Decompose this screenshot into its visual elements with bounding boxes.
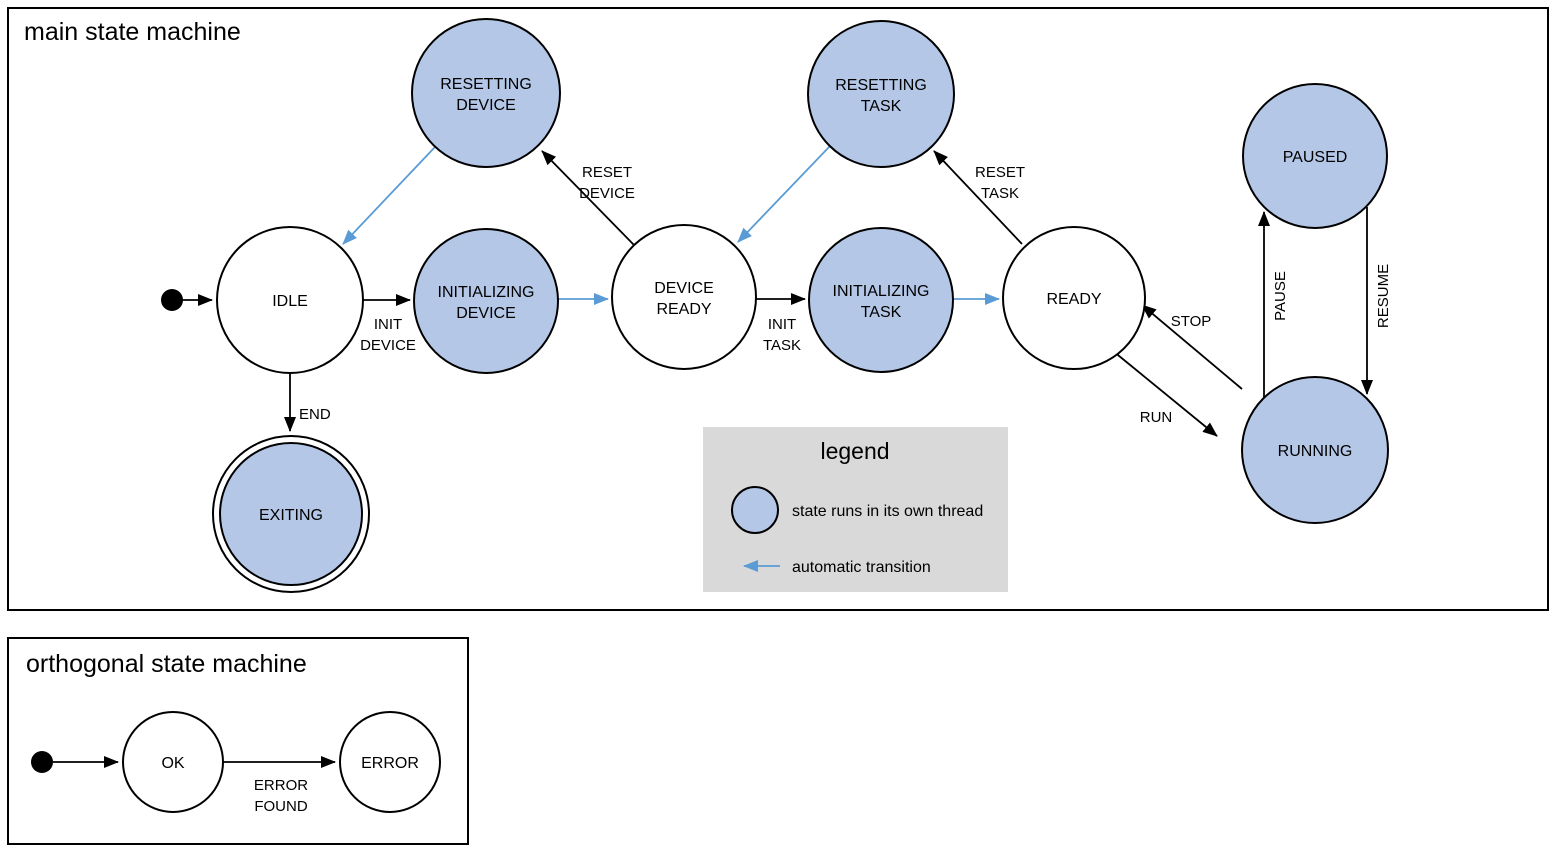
transition-ready-to-running [1112, 350, 1218, 437]
legend-auto-label: automatic transition [792, 559, 931, 576]
state-initializing-task-label: INITIALIZING [833, 283, 930, 300]
state-initializing-device-label: INITIALIZING [438, 284, 535, 301]
orthogonal-state-machine-frame [7, 637, 469, 845]
transition-label-stop: STOP [1171, 313, 1212, 330]
orthogonal-state-machine-title: orthogonal state machine [26, 650, 307, 678]
state-exiting-node [219, 442, 363, 586]
transition-label-run: RUN [1140, 409, 1173, 426]
transition-resetting-device-to-idle-auto [342, 146, 436, 245]
state-running-node [1241, 376, 1389, 524]
transition-label-init-task: INIT [768, 316, 796, 333]
state-initializing-task-node [808, 227, 954, 373]
state-idle-node [216, 226, 364, 374]
transition-label-init-task: TASK [763, 337, 801, 354]
legend-thread-label: state runs in its own thread [792, 503, 983, 520]
state-device-ready-node [611, 224, 757, 370]
state-idle-label: IDLE [272, 293, 308, 310]
transition-label-reset-task: TASK [981, 185, 1019, 202]
state-paused-node [1242, 83, 1388, 229]
state-error-node [339, 711, 441, 813]
transition-label-error-found: ERROR [254, 777, 308, 794]
state-initializing-task-label: TASK [861, 304, 902, 321]
state-resetting-task-label: RESETTING [835, 77, 927, 94]
state-error-label: ERROR [361, 755, 419, 772]
state-resetting-task-node [807, 20, 955, 168]
legend-thread-state-icon [731, 486, 779, 534]
state-resetting-device-label: DEVICE [456, 97, 516, 114]
state-paused-label: PAUSED [1283, 149, 1348, 166]
state-resetting-device-label: RESETTING [440, 76, 532, 93]
main-state-machine-frame [7, 7, 1549, 611]
state-ok-node [122, 711, 224, 813]
transition-device-ready-to-resetting-device [541, 150, 635, 246]
main-state-machine-title: main state machine [24, 18, 241, 46]
initial-state-dot [31, 751, 53, 773]
transition-ready-to-resetting-task [933, 150, 1023, 245]
transition-running-to-ready [1141, 304, 1243, 390]
transition-label-pause: PAUSE [1272, 271, 1289, 321]
state-device-ready-label: READY [656, 301, 711, 318]
state-exiting-label: EXITING [259, 507, 323, 524]
state-initializing-device-node [413, 228, 559, 374]
transition-label-error-found: FOUND [254, 798, 307, 815]
transition-label-reset-device: DEVICE [579, 185, 635, 202]
legend-title: legend [820, 438, 889, 464]
state-ok-label: OK [161, 755, 184, 772]
transition-label-reset-device: RESET [582, 164, 632, 181]
state-device-ready-label: DEVICE [654, 280, 714, 297]
transition-label-reset-task: RESET [975, 164, 1025, 181]
transition-label-end: END [299, 406, 331, 423]
state-resetting-task-label: TASK [861, 98, 902, 115]
transition-label-init-device: INIT [374, 316, 402, 333]
initial-state-dot [161, 289, 183, 311]
main-state-machine: main state machine INIT DEVICE RESET DEV… [7, 7, 1549, 611]
state-ready-label: READY [1046, 291, 1101, 308]
state-resetting-device-node [411, 18, 561, 168]
transition-resetting-task-to-device-ready-auto [737, 145, 831, 243]
state-running-label: RUNNING [1278, 443, 1353, 460]
state-ready-node [1002, 226, 1146, 370]
state-initializing-device-label: DEVICE [456, 305, 516, 322]
legend: legend state runs in its own thread auto… [703, 427, 1008, 592]
orthogonal-state-machine: orthogonal state machine ERROR FOUND OK … [7, 637, 469, 845]
transition-label-resume: RESUME [1375, 264, 1392, 328]
transition-label-init-device: DEVICE [360, 337, 416, 354]
